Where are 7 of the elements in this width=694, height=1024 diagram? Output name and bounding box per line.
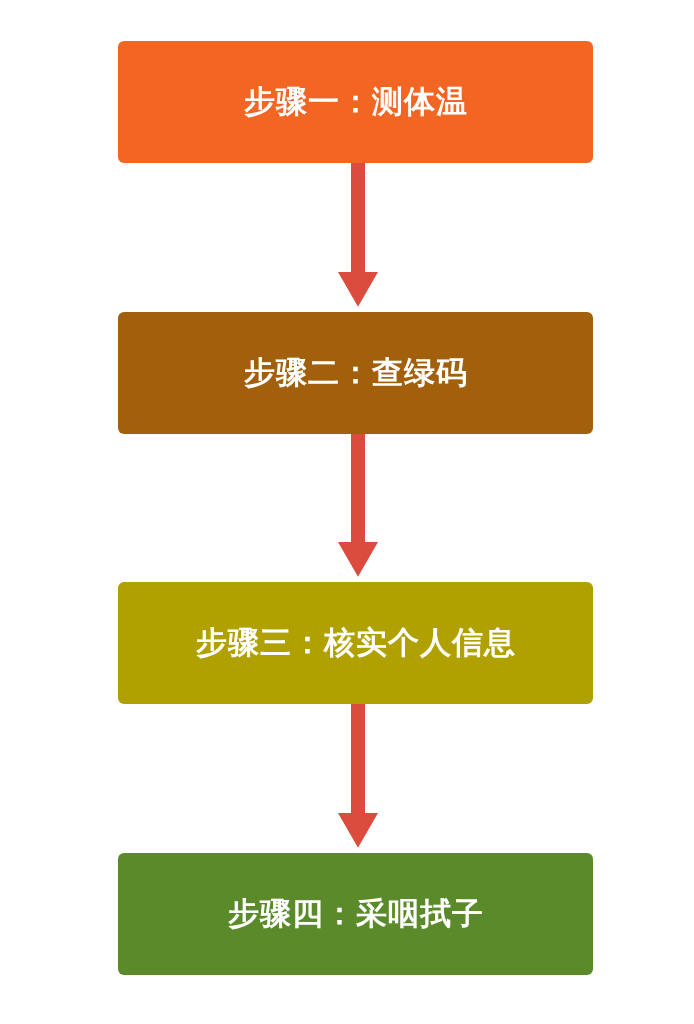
step-box: 步骤四：采咽拭子	[118, 853, 593, 975]
step-box: 步骤一：测体温	[118, 41, 593, 163]
arrow	[338, 163, 378, 307]
arrow	[338, 434, 378, 577]
arrow	[338, 704, 378, 848]
step-box: 步骤三：核实个人信息	[118, 582, 593, 704]
step-box: 步骤二：查绿码	[118, 312, 593, 434]
